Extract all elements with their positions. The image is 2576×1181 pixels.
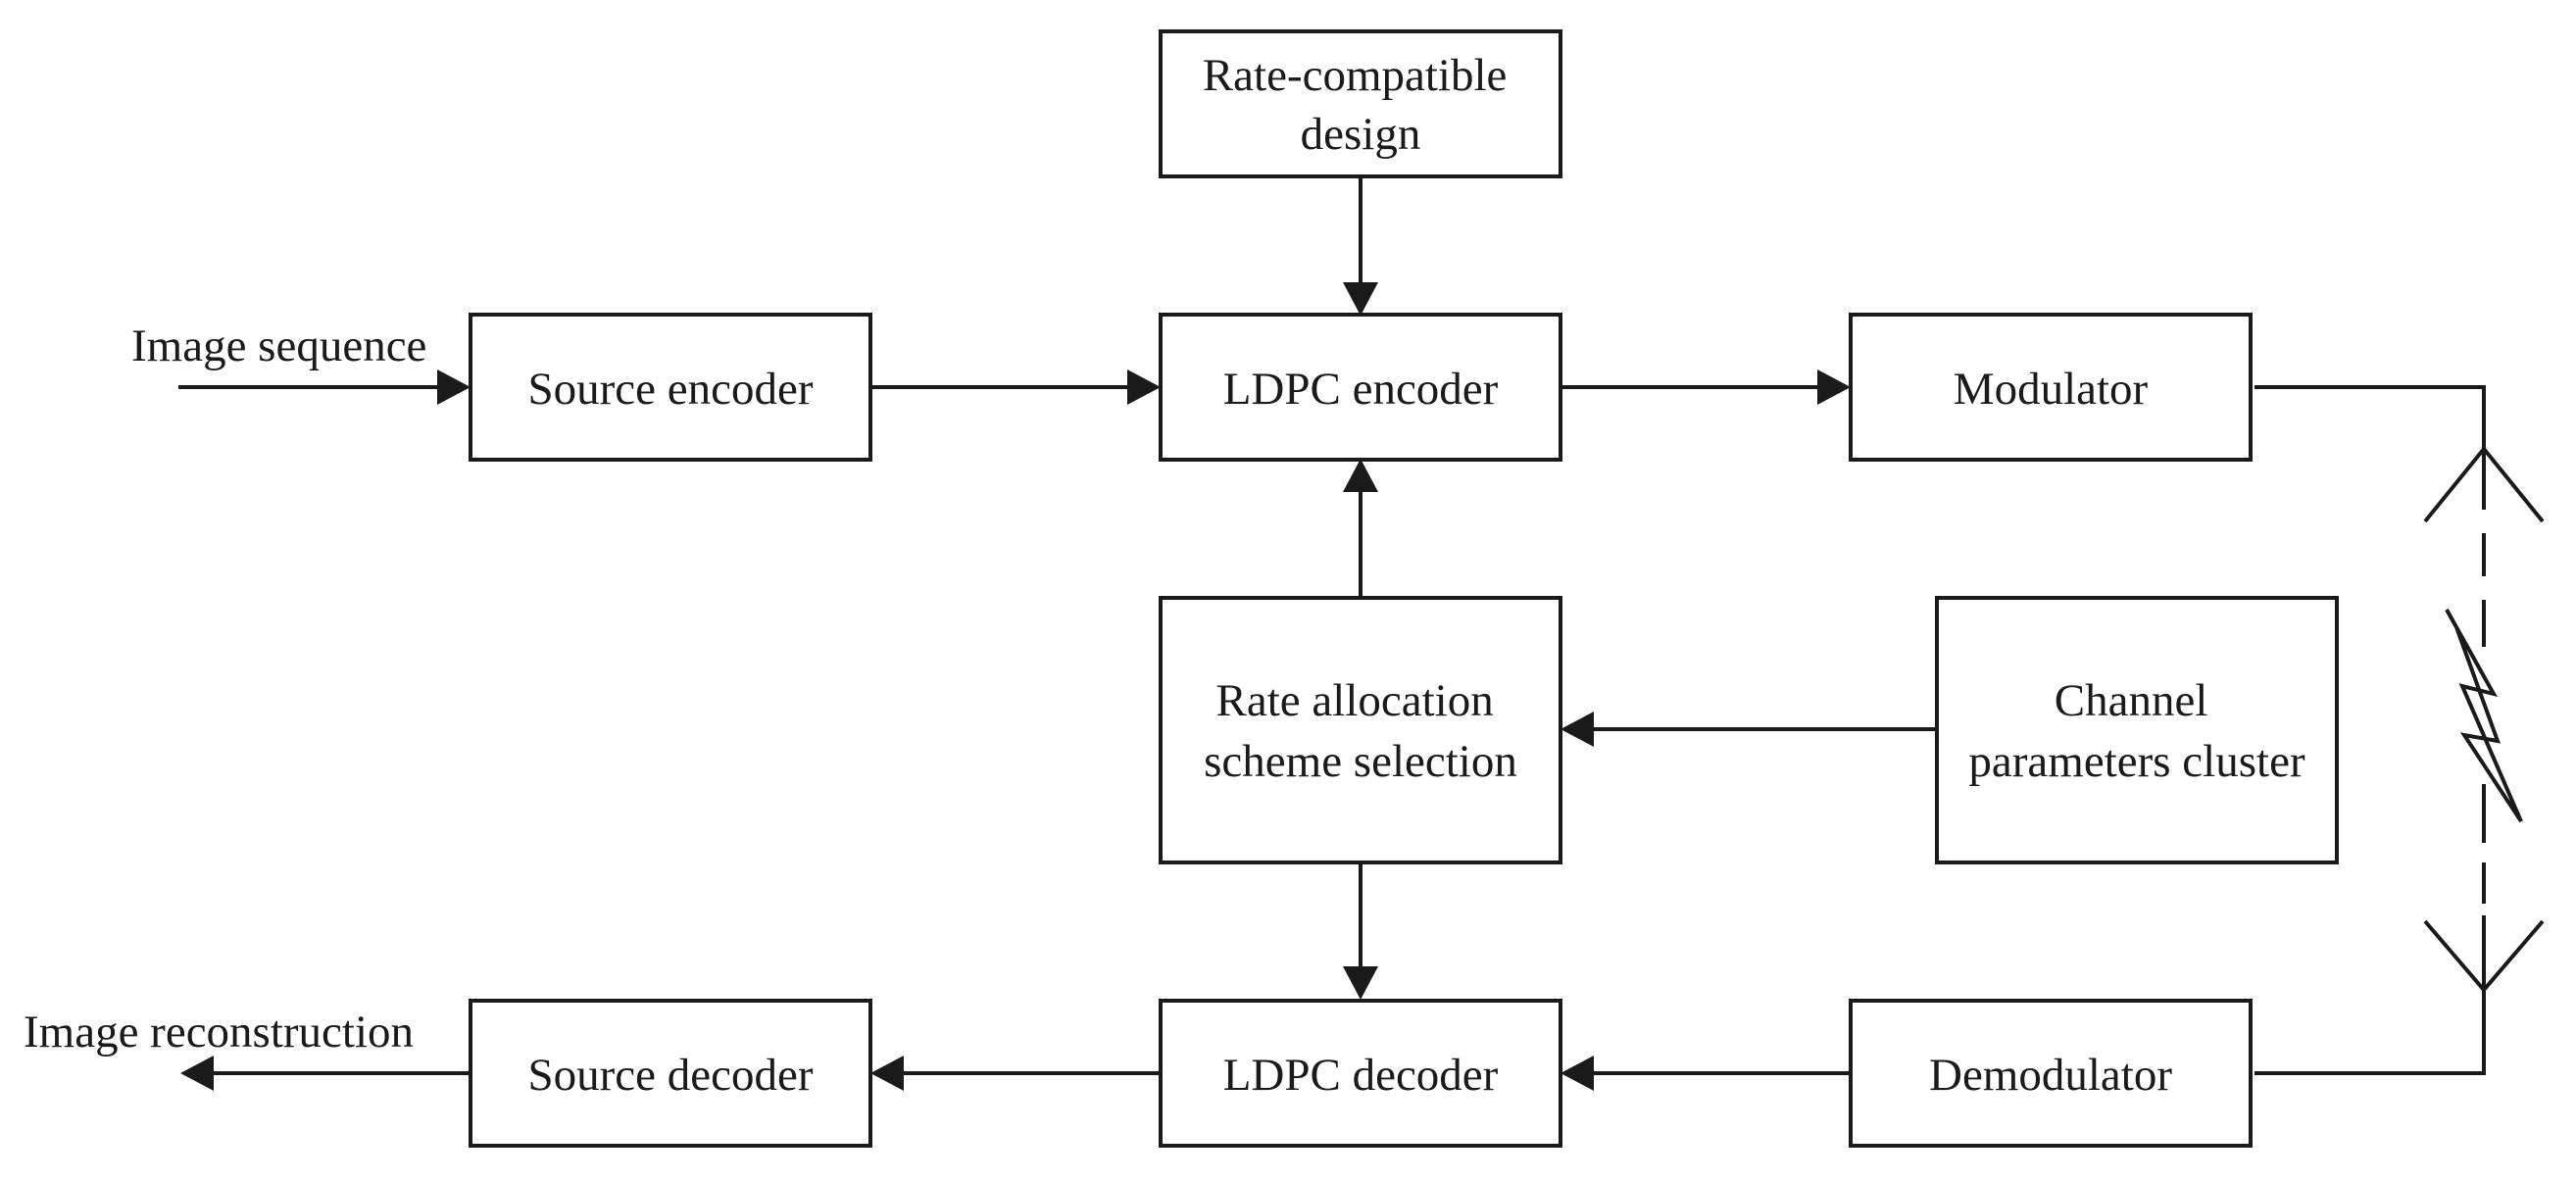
rate-compatible-design-label-line2: design: [1301, 109, 1421, 160]
lightning-bolt-icon: [2445, 609, 2523, 823]
arrowhead-ldpc-decoder-in: [1560, 1056, 1594, 1091]
wireless-channel: [2423, 445, 2545, 994]
ldpc-decoder-block: LDPC decoder: [1159, 999, 1562, 1148]
demodulator-block: Demodulator: [1849, 999, 2253, 1148]
wire-rx-antenna-to-demodulator: [2254, 990, 2486, 1075]
connections: [178, 176, 2486, 1091]
receive-antenna-icon: [2423, 915, 2545, 994]
arrowhead-modulator-in: [1817, 369, 1851, 405]
arrowhead-ldpc-decoder-top: [1343, 966, 1378, 1000]
demodulator-label: Demodulator: [1929, 1050, 2172, 1101]
input-label: Image sequence: [131, 320, 426, 371]
rate-compatible-design-block: Rate-compatible design: [1159, 29, 1562, 178]
svg-text:Channel parameters clust: Channel parameters cluster: [1968, 675, 2305, 787]
channel-parameters-label-line2: parameters cluster: [1968, 736, 2305, 787]
ldpc-encoder-block: LDPC encoder: [1159, 313, 1562, 462]
rate-compatible-design-label-line1: Rate-compatible: [1203, 50, 1508, 101]
transmit-antenna-icon: [2423, 445, 2545, 576]
arrowhead-ldpc-encoder-in: [1127, 369, 1161, 405]
source-encoder-label: Source encoder: [528, 364, 814, 415]
svg-text:Rate allocation scheme s: Rate allocation scheme selection: [1204, 675, 1517, 787]
rate-allocation-label-line2: scheme selection: [1204, 736, 1517, 787]
modulator-block: Modulator: [1849, 313, 2253, 462]
modulator-label: Modulator: [1954, 364, 2149, 415]
source-decoder-block: Source decoder: [469, 999, 872, 1148]
wire-modulator-to-tx-antenna: [2254, 385, 2486, 449]
svg-text:Rate-compatible design: Rate-compatible design: [1203, 50, 1518, 160]
arrowhead-source-decoder-in: [870, 1056, 904, 1091]
arrowhead-output: [180, 1056, 214, 1091]
ldpc-encoder-label: LDPC encoder: [1223, 364, 1499, 415]
channel-parameters-label-line1: Channel: [2055, 675, 2208, 726]
rate-allocation-block: Rate allocation scheme selection: [1159, 596, 1562, 864]
source-encoder-block: Source encoder: [469, 313, 872, 462]
ldpc-decoder-label: LDPC decoder: [1223, 1050, 1499, 1101]
rate-allocation-label-line1: Rate allocation: [1216, 675, 1494, 726]
arrowhead-ldpc-encoder-top: [1343, 282, 1378, 316]
channel-parameters-block: Channel parameters cluster: [1935, 596, 2339, 864]
arrowhead-rate-allocation-in: [1560, 712, 1594, 747]
arrowhead-source-encoder-in: [437, 369, 471, 405]
arrowhead-ldpc-encoder-bottom: [1343, 459, 1378, 492]
source-decoder-label: Source decoder: [528, 1050, 814, 1101]
output-label: Image reconstruction: [24, 1007, 414, 1058]
